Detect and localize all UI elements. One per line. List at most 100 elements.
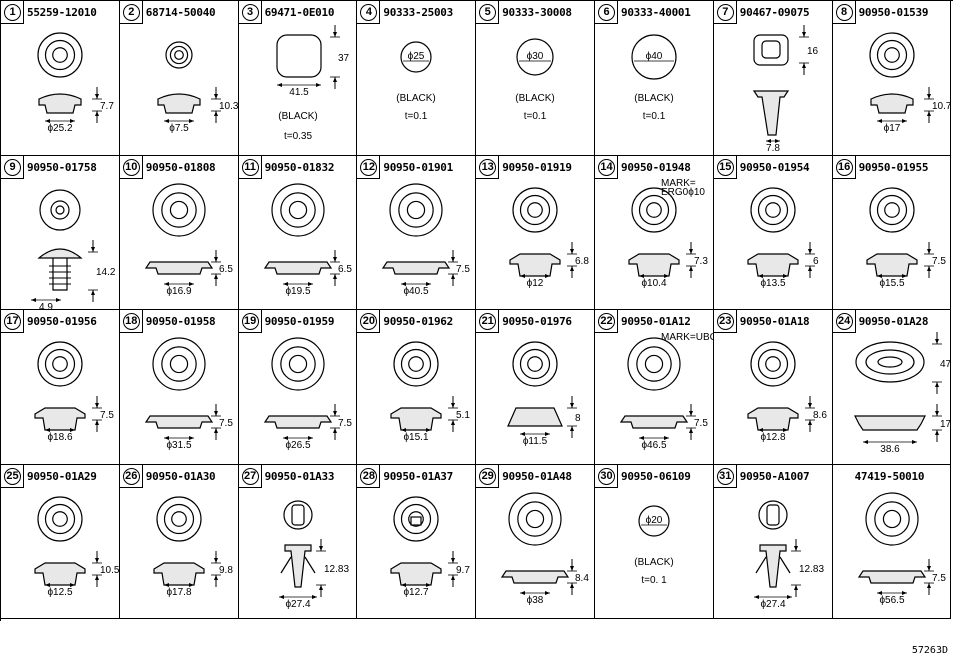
part-number: 90950-01539 <box>858 6 929 19</box>
part-drawing: 14.24.9 <box>31 188 116 309</box>
part-number: 90950-01A12 <box>621 315 691 328</box>
height-dimension: 10.7 <box>923 87 950 123</box>
side-view <box>865 252 918 277</box>
width-value: ϕ12 <box>527 278 544 289</box>
item-number-box <box>238 464 262 488</box>
side-view <box>619 415 689 429</box>
width-value: ϕ11.5 <box>523 436 548 447</box>
top-view <box>152 182 206 237</box>
material-note: (BLACK) <box>634 93 673 104</box>
width-value: ϕ25.2 <box>47 123 73 134</box>
item-number: 12 <box>360 158 378 176</box>
top-view <box>270 337 325 391</box>
part-number: 90950-01A18 <box>739 315 810 328</box>
width-dimension: ϕ12.5 <box>45 582 75 598</box>
width-value: ϕ7.5 <box>169 123 189 134</box>
width-dimension: 38.6 <box>862 440 917 455</box>
side-view <box>501 569 570 584</box>
mark-label: MARK= <box>661 178 696 189</box>
height-dimension: 6.8 <box>567 241 590 278</box>
side-view <box>280 543 316 588</box>
material-note: (BLACK) <box>397 93 436 104</box>
height-dimension: 10.5 <box>92 550 119 587</box>
height-dimension: 8.6 <box>804 396 827 432</box>
top-view <box>270 182 325 237</box>
top-view <box>750 186 796 233</box>
width-dimension: 7.8 <box>765 139 780 154</box>
item-number-box <box>476 1 500 24</box>
top-view <box>864 491 919 546</box>
height-dimension: 16 <box>798 25 818 75</box>
height-value: 10.5 <box>100 565 119 576</box>
top-view <box>750 341 796 387</box>
width-value: ϕ12.5 <box>47 587 73 598</box>
side-view <box>34 407 86 431</box>
item-number: 18 <box>122 313 140 330</box>
diagram-reference-code: 57263D <box>911 645 948 656</box>
height-dimension: 7.7 <box>92 87 114 123</box>
top-view <box>37 341 83 387</box>
top-view: ϕ30 <box>516 38 554 76</box>
height-dimension: 6 <box>804 241 819 278</box>
width-value: ϕ12.8 <box>760 432 786 443</box>
diameter-value: ϕ40 <box>646 51 663 62</box>
height-value: 8.6 <box>813 410 827 421</box>
height-value: 8.4 <box>575 573 589 584</box>
height-value: 12.83 <box>324 564 349 575</box>
item-number-box <box>357 155 381 179</box>
top-view <box>758 499 788 530</box>
side-view <box>752 90 789 136</box>
height-dimension: 7.5 <box>92 396 114 432</box>
top-view: ϕ25 <box>400 41 432 73</box>
part-number: 90950-01955 <box>858 160 929 174</box>
material-note: (BLACK) <box>634 557 673 568</box>
part-number: 90950-01808 <box>145 160 216 174</box>
part-number: 90950-01956 <box>27 315 97 328</box>
top-view <box>512 186 558 233</box>
diameter-value: ϕ30 <box>527 51 544 62</box>
item-number: 14 <box>598 158 615 176</box>
part-number: 47419-50010 <box>854 469 925 483</box>
item-number: 9 <box>4 158 21 176</box>
part-number: 90950-01A30 <box>145 469 216 483</box>
height-dimension: 12.83 <box>790 538 824 597</box>
item-number: 28 <box>360 467 378 485</box>
width-dimension: ϕ56.5 <box>876 590 907 606</box>
height-dimension: 9.8 <box>210 550 233 587</box>
item-number: 20 <box>360 313 378 330</box>
item-number-box <box>119 464 143 488</box>
item-number-box <box>595 464 618 488</box>
height-value: 7.7 <box>100 101 114 112</box>
top-view <box>753 34 789 66</box>
part-number: 90950-01958 <box>145 315 216 328</box>
width-dimension: ϕ25.2 <box>45 119 75 134</box>
part-number: 90333-25003 <box>383 6 453 19</box>
item-number: 30 <box>598 467 615 485</box>
side-view <box>755 543 791 588</box>
material-note: t=0. 1 <box>641 575 667 586</box>
height-dimension: 7.3 <box>686 241 708 278</box>
part-number: 69471-0E010 <box>264 6 335 19</box>
top-view <box>854 341 925 383</box>
top-view <box>393 341 439 387</box>
material-note: (BLACK) <box>278 111 317 122</box>
item-number-box <box>595 310 618 333</box>
